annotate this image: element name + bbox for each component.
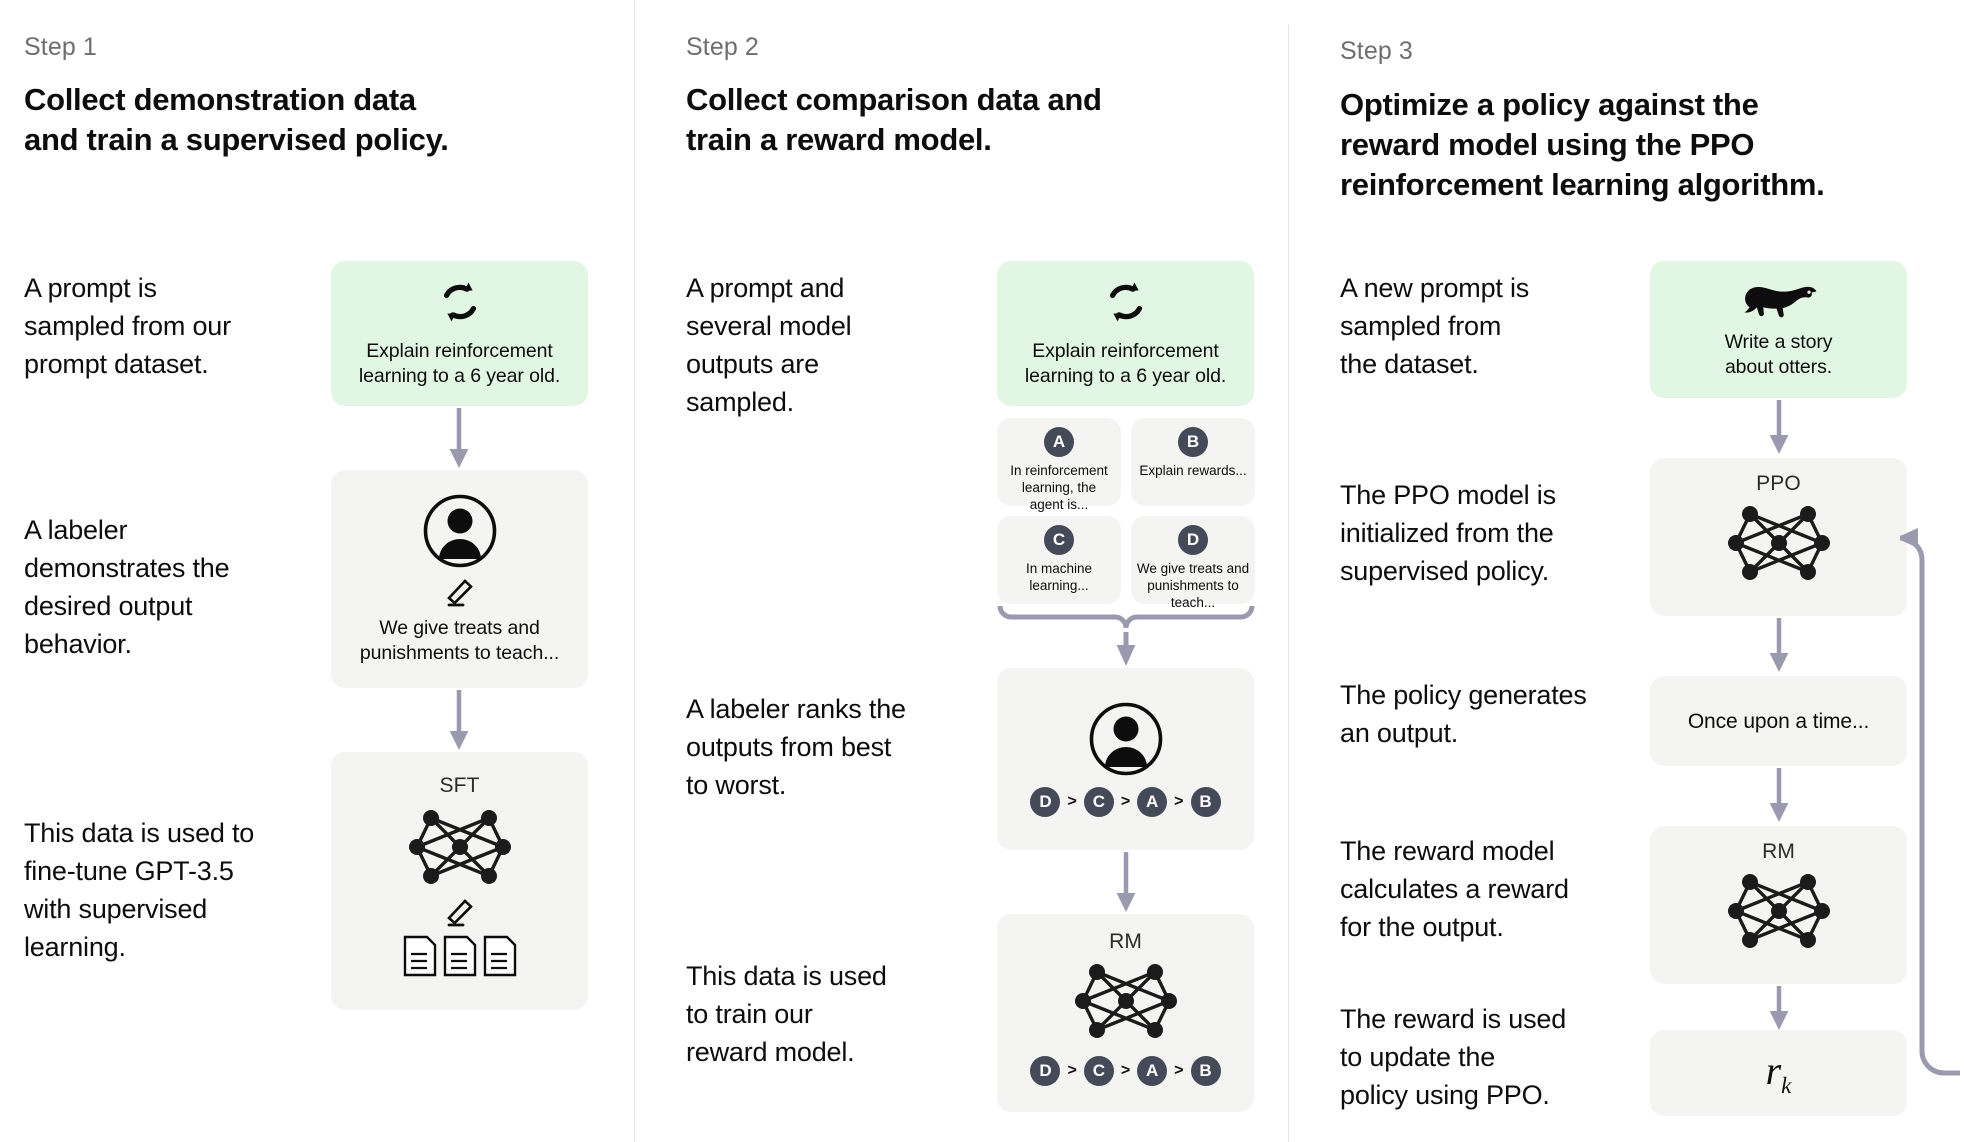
arrow-down-icon xyxy=(446,408,472,470)
labeler-person-icon xyxy=(422,493,498,569)
arrow-down-icon xyxy=(446,690,472,752)
rank-badge-4: B xyxy=(1190,787,1221,817)
step-2-ranking-card[interactable]: D > C > A > B xyxy=(997,668,1254,850)
step-3-body-2: The PPO model is initialized from the su… xyxy=(1340,480,1556,586)
ranking-row: D > C > A > B xyxy=(1030,787,1221,817)
step-1-labeler-card[interactable]: We give treats and punishments to teach.… xyxy=(331,470,588,688)
rank-separator: > xyxy=(1174,793,1184,810)
step-3-ppo-card[interactable]: PPO xyxy=(1650,458,1907,616)
step-2-prompt-text: Explain reinforcement learning to a 6 ye… xyxy=(1024,339,1227,387)
labeler-person-icon xyxy=(1088,701,1164,777)
option-card-a[interactable]: A In reinforcement learning, the agent i… xyxy=(997,418,1121,512)
option-text-a: In reinforcement learning, the agent is.… xyxy=(1010,463,1108,512)
step-3-output-text: Once upon a time... xyxy=(1687,709,1870,733)
option-badge-b: B xyxy=(1178,427,1208,457)
rank-badge-1: D xyxy=(1030,1056,1061,1086)
documents-icon xyxy=(402,934,518,978)
feedback-loop-arrow-icon xyxy=(1900,520,1964,1080)
otter-icon xyxy=(1738,280,1820,322)
arrow-down-icon xyxy=(1766,768,1792,824)
option-card-b[interactable]: B Explain rewards... xyxy=(1131,418,1255,506)
option-card-c[interactable]: C In machine learning... xyxy=(997,516,1121,604)
rank-badge-1: D xyxy=(1030,787,1061,817)
step-2-body-2: A labeler ranks the outputs from best to… xyxy=(686,694,906,800)
rank-separator: > xyxy=(1120,793,1131,810)
pencil-icon xyxy=(443,894,477,928)
step-2-column: Step 2 Collect comparison data and train… xyxy=(634,0,1288,1142)
neural-network-icon xyxy=(1724,500,1834,586)
option-card-d[interactable]: D We give treats and punishments to teac… xyxy=(1131,516,1255,610)
step-3-rm-title: RM xyxy=(1762,840,1795,863)
step-1-body-2: A labeler demonstrates the desired outpu… xyxy=(24,515,230,659)
step-3-prompt-card[interactable]: Write a story about otters. xyxy=(1650,261,1907,398)
option-text-d: We give treats and punishments to teach.… xyxy=(1136,561,1250,610)
rank-badge-3: A xyxy=(1137,1056,1168,1086)
column-divider-1 xyxy=(634,0,635,1142)
option-text-b: Explain rewards... xyxy=(1139,463,1247,478)
step-2-title: Collect comparison data and train a rewa… xyxy=(686,82,1102,157)
option-badge-a: A xyxy=(1044,427,1074,457)
step-2-label: Step 2 xyxy=(686,33,759,61)
step-3-body-4: The reward model calculates a reward for… xyxy=(1340,836,1569,942)
arrow-down-icon xyxy=(1766,618,1792,674)
step-3-ppo-title: PPO xyxy=(1756,472,1801,495)
arrow-down-icon xyxy=(1113,852,1139,914)
step-3-body-5: The reward is used to update the policy … xyxy=(1340,1004,1567,1110)
step-3-title: Optimize a policy against the reward mod… xyxy=(1340,87,1825,202)
step-3-column: Step 3 Optimize a policy against the rew… xyxy=(1288,0,1964,1142)
step-3-reward-card[interactable]: rk xyxy=(1650,1030,1907,1116)
cycle-icon xyxy=(437,279,483,325)
step-1-title: Collect demonstration data and train a s… xyxy=(24,82,449,157)
step-1-labeler-text: We give treats and punishments to teach.… xyxy=(359,616,560,664)
step-2-rm-title: RM xyxy=(1109,930,1142,953)
step-2-rm-card[interactable]: RM D xyxy=(997,914,1254,1112)
step-1-label: Step 1 xyxy=(24,33,97,61)
arrow-down-icon xyxy=(1766,400,1792,456)
reward-symbol: rk xyxy=(1765,1048,1792,1098)
neural-network-icon xyxy=(1071,958,1181,1044)
step-1-body-1: A prompt is sampled from our prompt data… xyxy=(24,273,231,379)
step-3-label: Step 3 xyxy=(1340,37,1413,65)
rank-separator: > xyxy=(1120,1062,1131,1079)
neural-network-icon xyxy=(405,804,515,890)
step-1-prompt-card[interactable]: Explain reinforcement learning to a 6 ye… xyxy=(331,261,588,406)
rank-badge-2: C xyxy=(1083,787,1114,817)
step-1-prompt-text: Explain reinforcement learning to a 6 ye… xyxy=(358,339,561,387)
neural-network-icon xyxy=(1724,868,1834,954)
step-1-column: Step 1 Collect demonstration data and tr… xyxy=(0,0,634,1142)
rank-badge-2: C xyxy=(1083,1056,1114,1086)
step-3-output-card[interactable]: Once upon a time... xyxy=(1650,676,1907,766)
rank-separator: > xyxy=(1174,1062,1184,1079)
rank-badge-4: B xyxy=(1190,1056,1221,1086)
step-1-sft-card[interactable]: SFT xyxy=(331,752,588,1010)
rank-separator: > xyxy=(1067,793,1077,810)
option-badge-d: D xyxy=(1178,525,1208,555)
rank-badge-3: A xyxy=(1137,787,1168,817)
step-1-body-3: This data is used to fine-tune GPT-3.5 w… xyxy=(24,818,255,962)
pencil-icon xyxy=(443,574,477,608)
step-3-body-3: The policy generates an output. xyxy=(1340,680,1587,748)
rank-separator: > xyxy=(1067,1062,1077,1079)
option-text-c: In machine learning... xyxy=(1025,561,1093,593)
arrow-down-icon xyxy=(1766,986,1792,1032)
step-1-sft-title: SFT xyxy=(439,774,480,797)
column-divider-2 xyxy=(1288,25,1289,1142)
brace-merge-arrow-icon xyxy=(997,600,1255,668)
step-3-body-1: A new prompt is sampled from the dataset… xyxy=(1340,273,1530,379)
cycle-icon xyxy=(1103,279,1149,325)
step-2-prompt-card[interactable]: Explain reinforcement learning to a 6 ye… xyxy=(997,261,1254,406)
step-3-rm-card[interactable]: RM xyxy=(1650,826,1907,984)
ranking-row: D > C > A > B xyxy=(1030,1056,1221,1086)
option-badge-c: C xyxy=(1044,525,1074,555)
step-2-body-1: A prompt and several model outputs are s… xyxy=(686,273,852,417)
step-3-prompt-text: Write a story about otters. xyxy=(1724,330,1833,378)
step-2-body-3: This data is used to train our reward mo… xyxy=(686,961,887,1067)
